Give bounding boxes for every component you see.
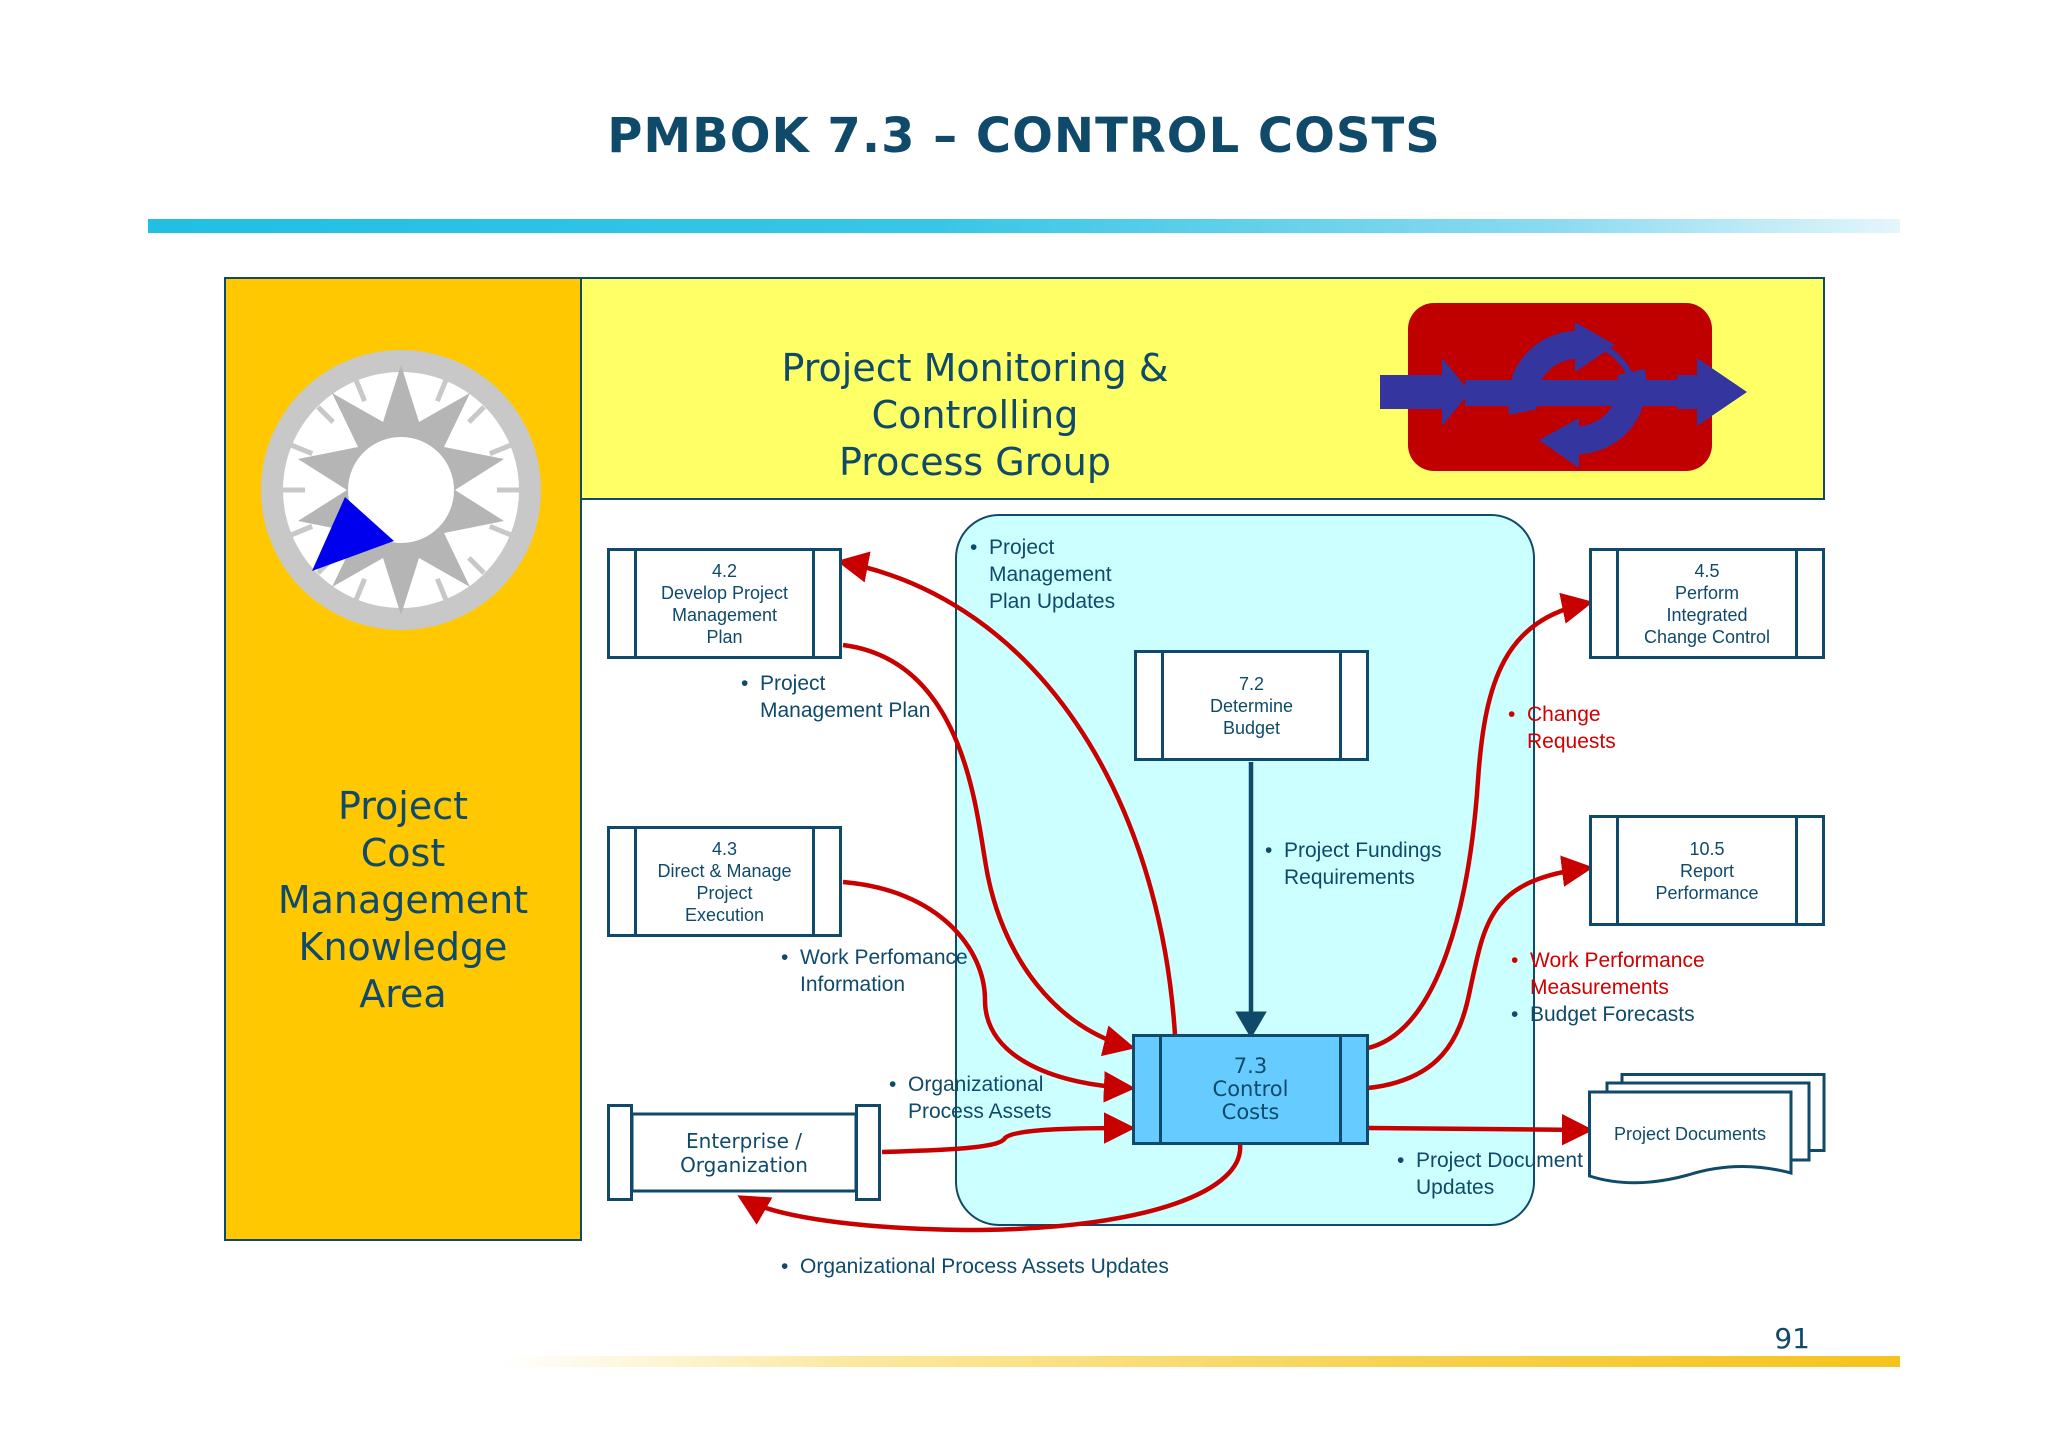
flow-arrow-org-assets	[881, 1112, 1136, 1155]
process-box-integrated-change[interactable]: 4.5 Perform Integrated Change Control	[1589, 548, 1825, 659]
flow-arrow-plan-updates	[836, 551, 1178, 1036]
flow-text: Work Perfomance	[800, 944, 968, 971]
flow-text: Requests	[1527, 730, 1616, 753]
monitoring-cycle-icon	[1380, 303, 1747, 471]
process-box-direct-manage[interactable]: 4.3 Direct & Manage Project Execution	[607, 826, 842, 937]
process-label-integrated-change: 4.5 Perform Integrated Change Control	[1643, 560, 1771, 647]
flow-arrow-work-information	[842, 879, 1136, 1103]
footer-bar	[500, 1356, 1900, 1367]
process-label-report-performance: 10.5 Report Performance	[1655, 838, 1759, 903]
flow-text: Project	[760, 670, 930, 697]
flow-text: Change	[1527, 701, 1616, 728]
flow-label-org-updates: Organizational Process Assets Updates	[800, 1253, 1169, 1280]
flow-label-funding: Project Fundings Requirements	[1284, 837, 1442, 891]
flow-label-work-information: Work Perfomance Information	[800, 944, 968, 998]
process-label-determine-budget: 7.2 Determine Budget	[1209, 673, 1294, 738]
flow-label-org-assets: Organizational Process Assets	[908, 1071, 1052, 1125]
page-title: PMBOK 7.3 – CONTROL COSTS	[607, 108, 1441, 164]
page-number: 91	[1774, 1322, 1810, 1355]
flow-arrow-change-requests	[1367, 592, 1594, 1051]
process-group-label: Project Monitoring & Controlling Process…	[781, 346, 1169, 484]
knowledge-area-label: Project Cost Management Knowledge Area	[277, 784, 529, 1016]
flow-text: Budget Forecasts	[1530, 1001, 1705, 1028]
flow-text: Project	[989, 534, 1115, 561]
flow-text: Process Assets	[908, 1100, 1052, 1123]
documents-label: Project Documents	[1613, 1124, 1767, 1144]
flow-text: Management Plan	[760, 699, 931, 722]
flow-text: Information	[800, 973, 906, 996]
flow-text: Organizational	[908, 1071, 1052, 1098]
flow-label-change-requests: Change Requests	[1527, 701, 1616, 755]
compass-icon	[261, 350, 541, 630]
enterprise-organization-box[interactable]: Enterprise / Organization	[607, 1104, 881, 1201]
flow-text: Measurements	[1530, 976, 1669, 999]
title-underline-bar	[148, 219, 1900, 233]
flow-text: Work Performance	[1530, 947, 1705, 974]
process-label-direct-manage: 4.3 Direct & Manage Project Execution	[657, 838, 792, 925]
flow-label-project-plan: Project Management Plan	[760, 670, 930, 724]
flow-text: Requirements	[1284, 866, 1415, 889]
flow-text: Project Fundings	[1284, 837, 1442, 864]
process-box-control-costs[interactable]: 7.3 Control Costs	[1132, 1034, 1369, 1145]
enterprise-label: Enterprise / Organization	[680, 1128, 808, 1177]
flow-text: Management	[989, 563, 1112, 586]
process-label-develop-plan: 4.2 Develop Project Management Plan	[660, 560, 789, 647]
flow-text: Plan Updates	[989, 590, 1116, 613]
flow-label-plan-updates: Project Management Plan Updates	[989, 534, 1115, 615]
process-box-report-performance[interactable]: 10.5 Report Performance	[1589, 815, 1825, 926]
process-label-control-costs: 7.3 Control Costs	[1212, 1054, 1289, 1124]
flow-arrow-org-updates	[737, 1143, 1243, 1233]
flow-text: Project Document	[1416, 1147, 1583, 1174]
flow-arrow-work-measurements	[1367, 855, 1594, 1091]
process-box-determine-budget[interactable]: 7.2 Determine Budget	[1134, 650, 1369, 761]
scroll-shape	[607, 1104, 881, 1201]
flow-label-document-updates: Project Document Updates	[1416, 1147, 1583, 1201]
flow-text: Updates	[1416, 1176, 1495, 1199]
flow-label-work-measurements: Work Performance Measurements Budget For…	[1530, 947, 1705, 1028]
flow-arrow-document-updates	[1367, 1114, 1594, 1146]
process-box-develop-plan[interactable]: 4.2 Develop Project Management Plan	[607, 548, 842, 659]
flow-text: Organizational Process Assets Updates	[800, 1253, 1169, 1280]
document-stack-icon	[1588, 1073, 1826, 1185]
